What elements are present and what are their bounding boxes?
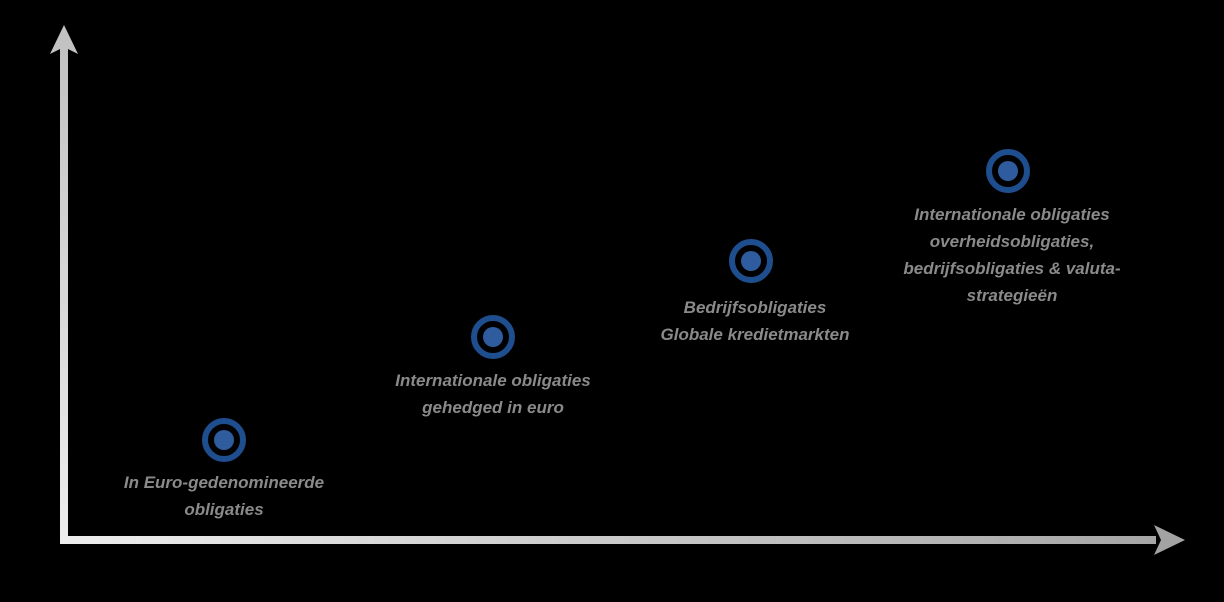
marker-dot-icon (998, 161, 1018, 181)
x-axis-arrowhead-icon (1154, 525, 1185, 555)
label-line: Internationale obligaties (395, 371, 591, 390)
data-point-label-2: Internationale obligaties gehedged in eu… (343, 367, 643, 421)
marker-dot-icon (741, 251, 761, 271)
label-line: obligaties (184, 500, 264, 519)
label-line: strategieën (966, 286, 1058, 305)
data-point-marker-3 (729, 239, 773, 283)
data-point-label-4: Internationale obligaties overheidsoblig… (862, 201, 1162, 309)
marker-dot-icon (214, 430, 234, 450)
marker-dot-icon (483, 327, 503, 347)
data-point-marker-1 (202, 418, 246, 462)
data-point-label-3: Bedrijfsobligaties Globale kredietmarkte… (605, 294, 905, 348)
data-point-marker-2 (471, 315, 515, 359)
label-line: In Euro-gedenomineerde (123, 473, 325, 492)
x-axis-line (60, 536, 1156, 544)
label-line: Globale kredietmarkten (660, 325, 850, 344)
label-line: overheidsobligaties, (929, 232, 1095, 251)
data-point-label-1: In Euro-gedenomineerde obligaties (74, 469, 374, 523)
y-axis-line (60, 46, 68, 544)
y-axis-arrowhead-icon (50, 25, 78, 54)
label-line: gehedged in euro (422, 398, 564, 417)
label-line: bedrijfsobligaties & valuta- (903, 259, 1121, 278)
label-line: Bedrijfsobligaties (683, 298, 827, 317)
data-point-marker-4 (986, 149, 1030, 193)
label-line: Internationale obligaties (914, 205, 1110, 224)
